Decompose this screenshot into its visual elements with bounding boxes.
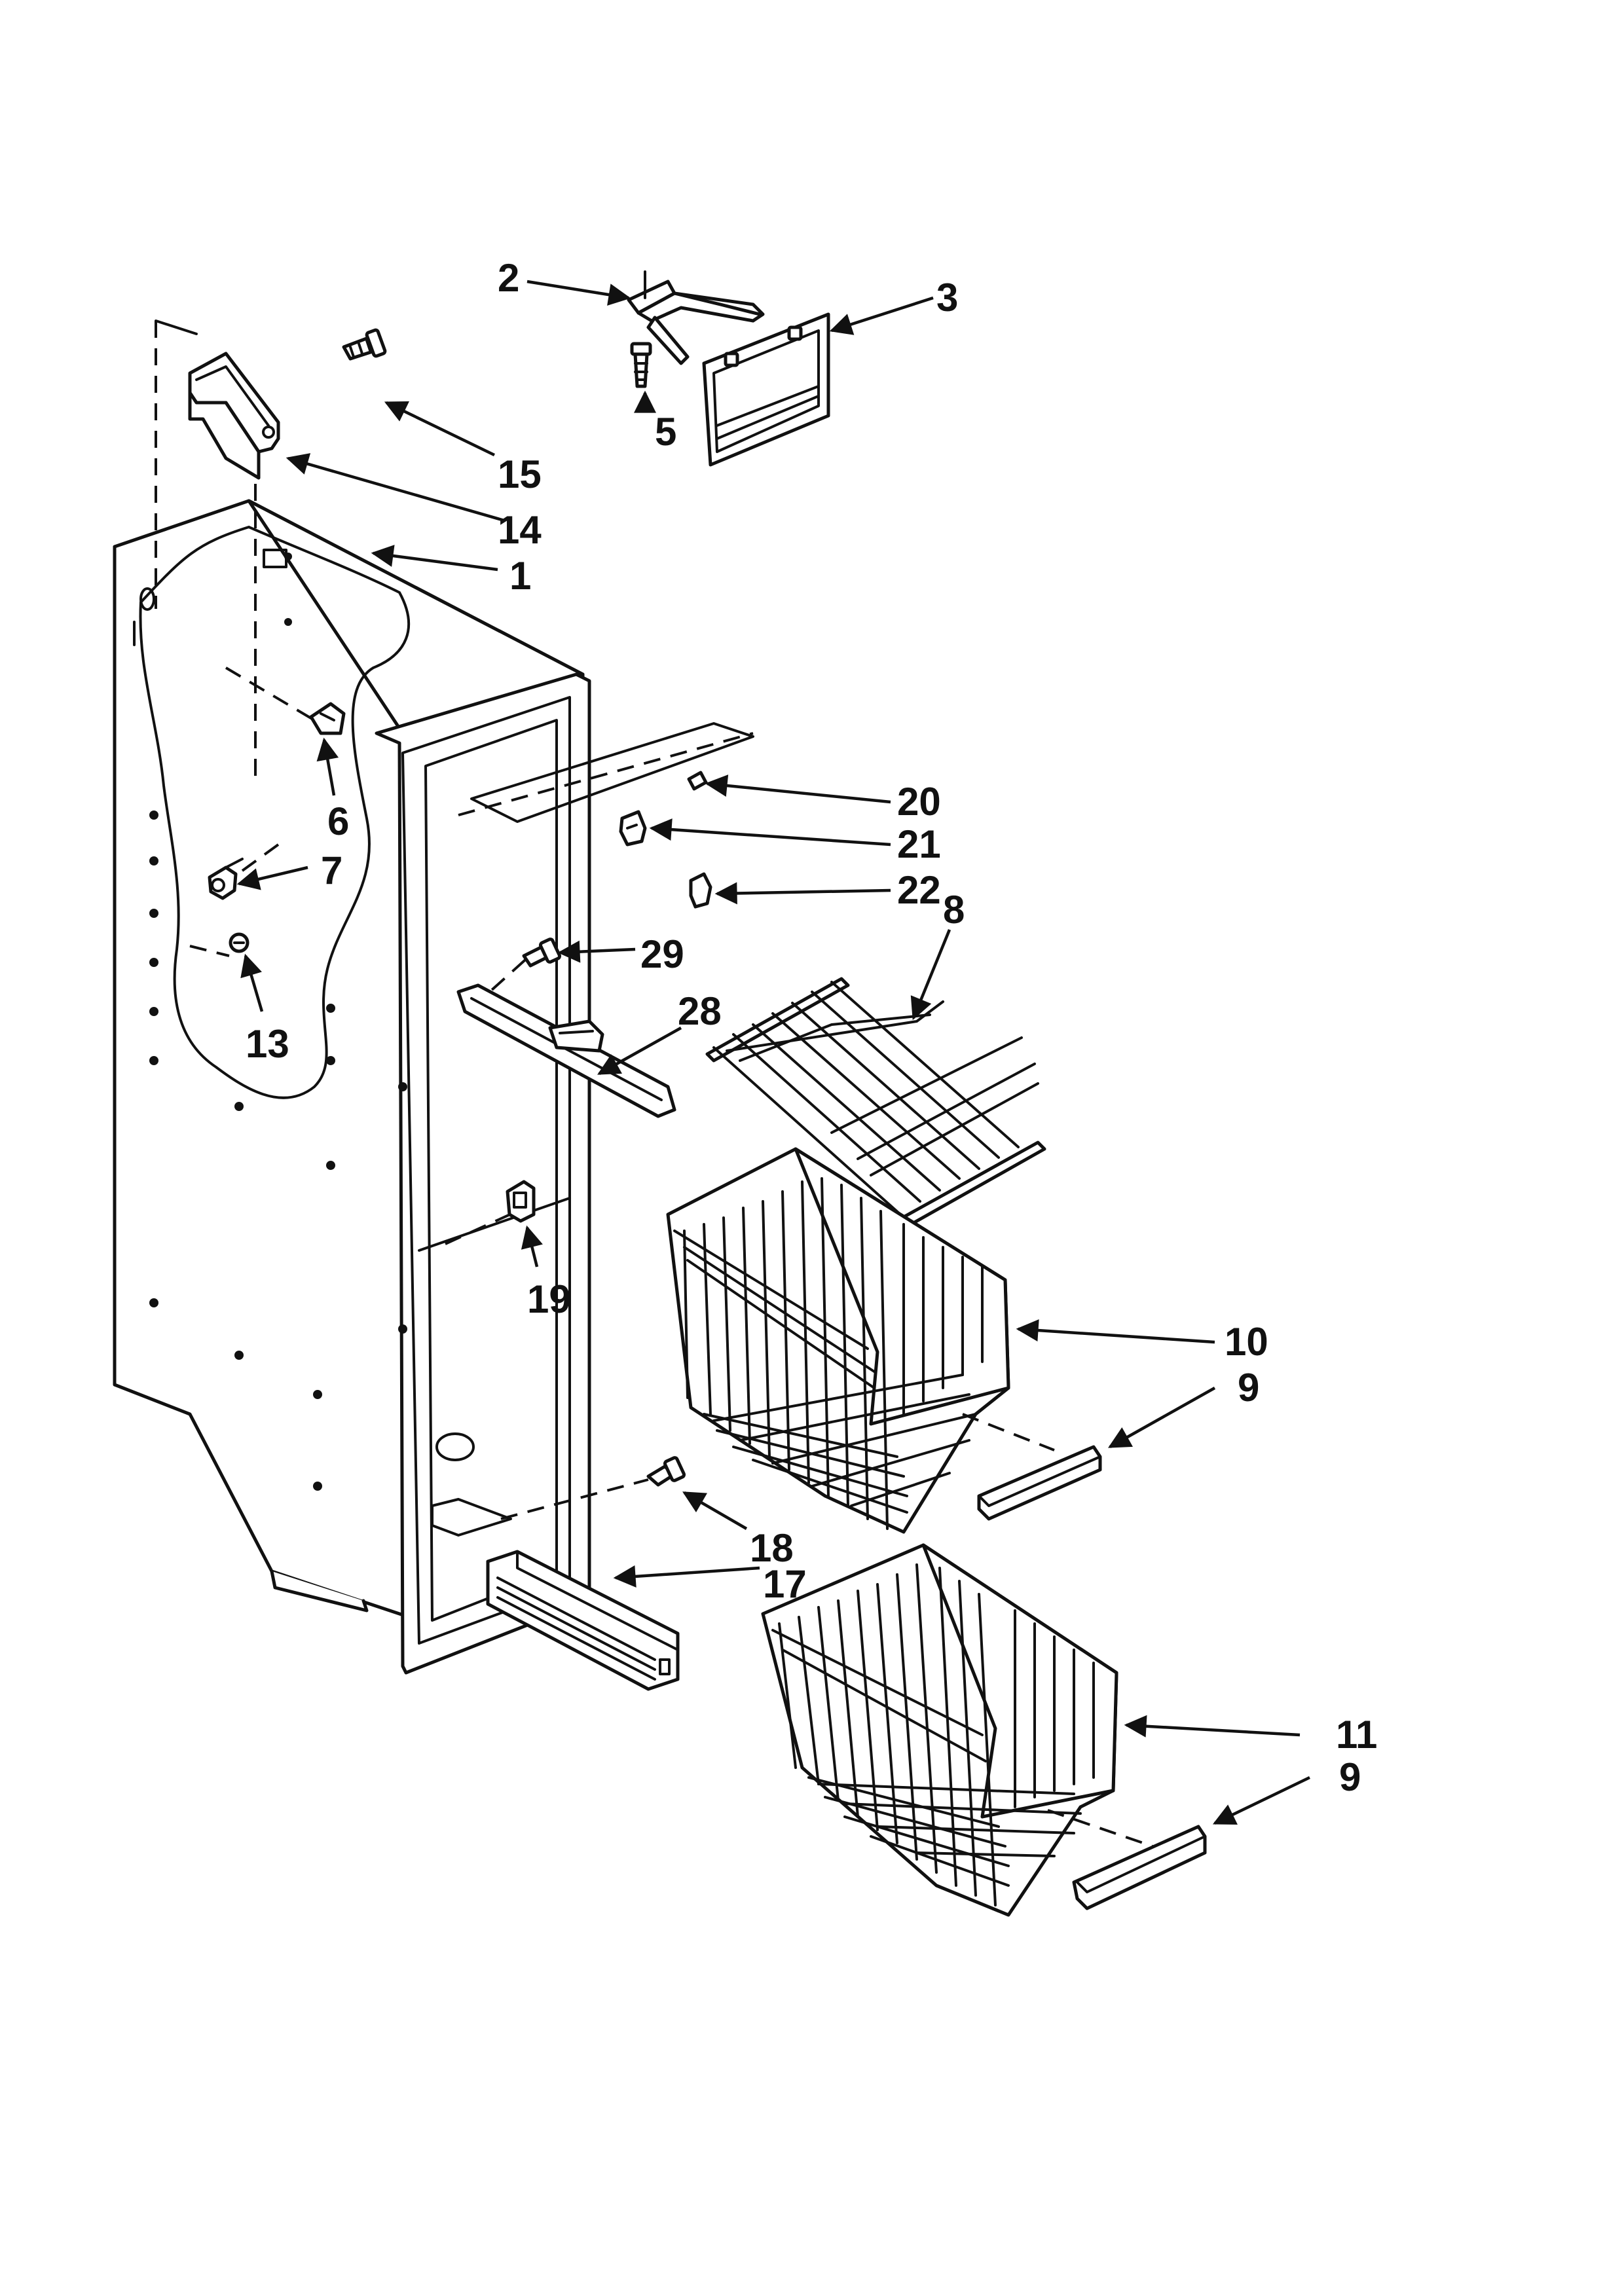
callout-2: 2 bbox=[498, 256, 519, 300]
screw-part-18 bbox=[646, 1456, 686, 1487]
screw-part-13 bbox=[229, 932, 249, 953]
callout-5: 5 bbox=[655, 410, 676, 454]
callout-11: 11 bbox=[1336, 1713, 1377, 1757]
screw-part-5 bbox=[630, 342, 652, 388]
callout-8: 8 bbox=[943, 888, 965, 932]
switch-part-19 bbox=[506, 1180, 536, 1223]
screw-part-29 bbox=[522, 938, 562, 968]
clip-part-6 bbox=[309, 702, 346, 735]
clip-part-21 bbox=[619, 810, 647, 847]
callout-15: 15 bbox=[498, 452, 542, 496]
callout-14: 14 bbox=[498, 508, 542, 552]
callout-9-upper: 9 bbox=[1238, 1366, 1259, 1410]
callout-6: 6 bbox=[327, 799, 349, 843]
callout-3: 3 bbox=[936, 276, 958, 319]
trim-part-9-upper bbox=[977, 1445, 1102, 1521]
callout-1: 1 bbox=[509, 554, 531, 598]
freezer-liner bbox=[113, 499, 591, 1675]
callout-7: 7 bbox=[321, 848, 342, 892]
bracket-part-14 bbox=[188, 352, 280, 480]
clip-part-20 bbox=[687, 771, 708, 791]
callout-13: 13 bbox=[246, 1022, 289, 1066]
leader-arrows bbox=[236, 280, 1310, 1825]
callout-labels: 2 3 5 15 14 1 6 7 13 20 21 22 8 29 28 19… bbox=[246, 256, 1377, 1799]
cover-part-3 bbox=[702, 312, 830, 467]
callout-9-lower: 9 bbox=[1339, 1755, 1361, 1799]
bracket-plate bbox=[470, 722, 754, 823]
wire-shelf-part-8 bbox=[705, 977, 1046, 1234]
callout-19: 19 bbox=[527, 1277, 571, 1321]
callout-10: 10 bbox=[1225, 1320, 1268, 1364]
shelf-bracket-part-28 bbox=[456, 983, 676, 1118]
callout-17: 17 bbox=[763, 1562, 807, 1606]
callout-18: 18 bbox=[750, 1526, 794, 1570]
trim-part-9-lower bbox=[1072, 1825, 1207, 1910]
basket-part-11 bbox=[761, 1543, 1118, 1917]
fitting-part-7 bbox=[208, 858, 244, 900]
callout-28: 28 bbox=[678, 989, 722, 1033]
hinge-bracket-part-2 bbox=[627, 270, 765, 365]
clip-part-22 bbox=[689, 872, 712, 909]
basket-part-10 bbox=[666, 1147, 1010, 1534]
callout-29: 29 bbox=[640, 932, 684, 976]
callout-22: 22 bbox=[897, 868, 941, 912]
callout-21: 21 bbox=[897, 822, 941, 866]
grille-part-17 bbox=[486, 1550, 680, 1691]
screw-part-15 bbox=[342, 328, 387, 361]
callout-20: 20 bbox=[897, 780, 941, 824]
